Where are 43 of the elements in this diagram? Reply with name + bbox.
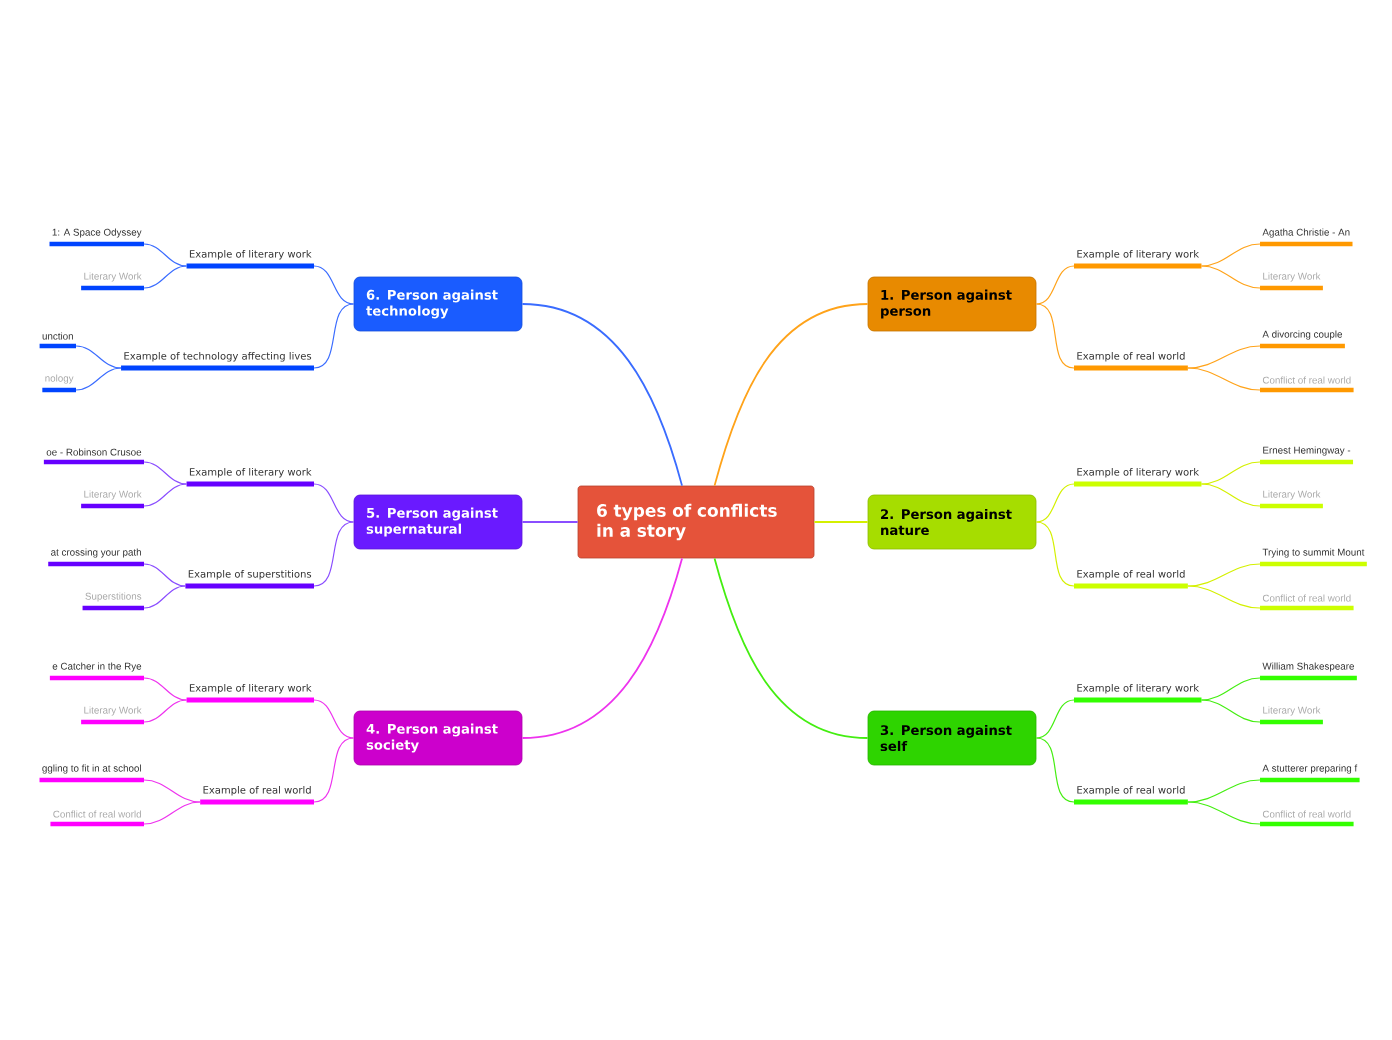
- branch-line: [143, 677, 188, 701]
- branch-line: [1035, 521, 1075, 587]
- branch-line: [313, 265, 355, 305]
- branch-line: [143, 243, 188, 267]
- central-topic-box: 6 types of conflicts in a story: [577, 485, 815, 559]
- branch-line: [313, 699, 355, 739]
- branch-line: [1035, 737, 1075, 803]
- branch-line: [1200, 461, 1261, 485]
- branch-line: [1035, 265, 1075, 305]
- branch-line: [1035, 699, 1075, 739]
- branch-line: [521, 521, 579, 523]
- branch-line: [1200, 677, 1261, 701]
- branch-line: [143, 779, 201, 803]
- branch-line: [1200, 265, 1261, 289]
- branch-line: [75, 345, 122, 369]
- branch-line: [1035, 303, 1075, 369]
- branch-line: [143, 801, 201, 825]
- branch-line: [1187, 801, 1261, 825]
- branch-line: [521, 557, 683, 739]
- branch-line: [713, 557, 869, 739]
- branch-line: [1200, 483, 1261, 507]
- branch-line: [143, 563, 186, 587]
- branch-line: [521, 303, 683, 487]
- branch-line: [713, 303, 869, 487]
- branch-line: [1187, 367, 1261, 391]
- branch-line: [1187, 563, 1261, 587]
- branch-line: [143, 265, 188, 289]
- branch-line: [813, 521, 869, 523]
- branch-line: [313, 737, 355, 803]
- branch-line: [1187, 345, 1261, 369]
- branch-line: [313, 521, 355, 587]
- branch-line: [143, 585, 186, 609]
- branch-line: [1200, 699, 1261, 723]
- branch-line: [75, 367, 122, 391]
- branch-line: [313, 483, 355, 523]
- branch-line: [143, 699, 188, 723]
- branch-line: [1200, 243, 1261, 267]
- branch-line: [1035, 483, 1075, 523]
- branch-line: [1187, 585, 1261, 609]
- branch-line: [143, 483, 188, 507]
- branch-line: [1187, 779, 1261, 803]
- branch-line: [313, 303, 355, 369]
- branch-line: [143, 461, 188, 485]
